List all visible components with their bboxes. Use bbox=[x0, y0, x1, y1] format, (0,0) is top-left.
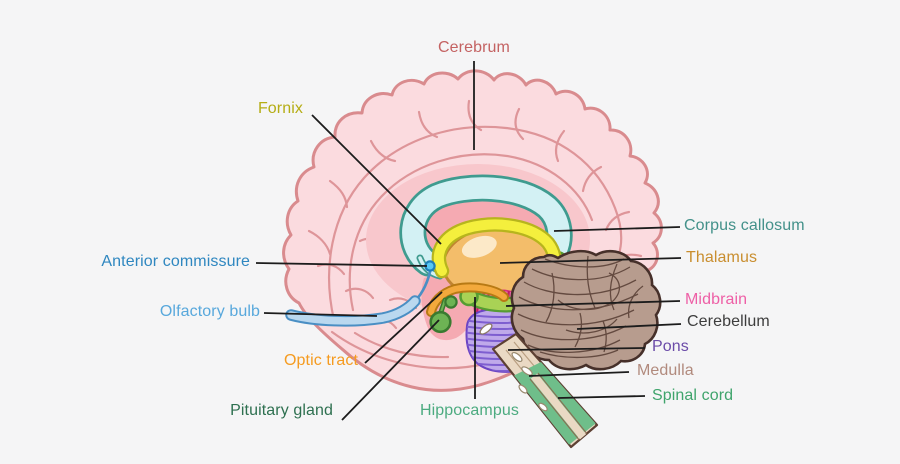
label-fornix: Fornix bbox=[257, 100, 303, 117]
pituitary-gland-shape bbox=[429, 295, 458, 334]
label-olfactory-bulb: Olfactory bulb bbox=[159, 303, 260, 320]
basilar-artery-segment bbox=[479, 323, 493, 335]
label-anterior-commissure: Anterior commissure bbox=[101, 253, 250, 270]
label-corpus-callosum: Corpus callosum bbox=[684, 217, 805, 234]
label-thalamus: Thalamus bbox=[686, 249, 758, 266]
label-hippocampus: Hippocampus bbox=[420, 402, 519, 419]
label-cerebrum: Cerebrum bbox=[438, 39, 510, 56]
label-pons: Pons bbox=[652, 338, 689, 355]
cerebellum-folia bbox=[517, 255, 644, 359]
leader-line-midbrain bbox=[505, 300, 681, 307]
brainstem-stalk bbox=[491, 332, 599, 449]
leader-lines bbox=[255, 61, 682, 421]
label-cerebellum: Cerebellum bbox=[687, 313, 770, 330]
label-spinal-cord: Spinal cord bbox=[652, 387, 734, 404]
olfactory-bulb-shape bbox=[285, 270, 432, 327]
vertebral-artery-segment bbox=[521, 366, 533, 376]
label-midbrain: Midbrain bbox=[685, 291, 748, 308]
label-optic-tract: Optic tract bbox=[283, 352, 358, 369]
leader-line-pituitary-gland bbox=[341, 319, 440, 421]
leader-line-corpus-callosum bbox=[553, 226, 681, 232]
vertebral-artery-segment bbox=[511, 351, 523, 363]
leader-line-optic-tract bbox=[364, 291, 443, 364]
leader-line-medulla bbox=[528, 371, 630, 377]
vertebral-artery-segment bbox=[518, 384, 528, 394]
leader-line-spinal-cord bbox=[557, 395, 646, 399]
vertebral-artery-segment bbox=[538, 402, 548, 412]
cerebellum-shape bbox=[510, 249, 662, 371]
label-pituitary-gland: Pituitary gland bbox=[230, 402, 333, 419]
leader-line-pons bbox=[507, 347, 646, 351]
label-medulla: Medulla bbox=[637, 362, 694, 379]
mammillary-body bbox=[444, 295, 458, 309]
leader-line-cerebellum bbox=[576, 323, 682, 330]
leader-line-thalamus bbox=[499, 257, 682, 264]
optic-tract-shape bbox=[426, 282, 509, 317]
leader-line-anterior-commissure bbox=[255, 262, 428, 267]
leader-line-olfactory-bulb bbox=[263, 312, 378, 317]
leader-line-fornix bbox=[311, 114, 442, 245]
